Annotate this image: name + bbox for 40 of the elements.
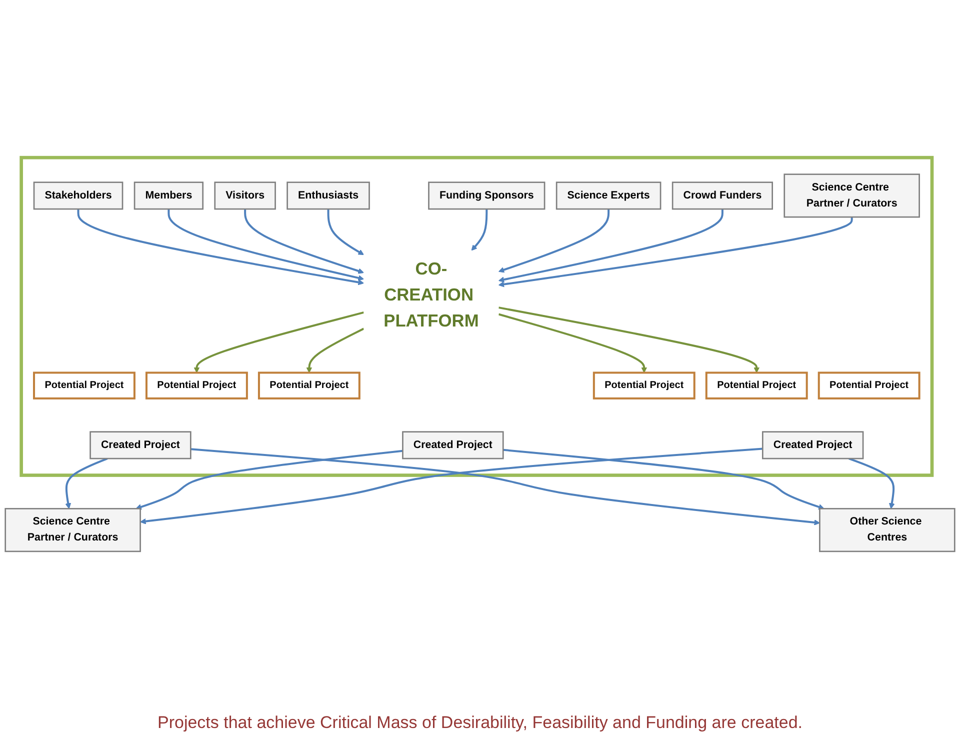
node-box: Potential Project xyxy=(705,372,808,400)
node-box: Potential Project xyxy=(145,372,248,400)
node-box: Members xyxy=(134,182,204,210)
node-text: CO-CREATION PLATFORM xyxy=(384,258,479,331)
arrow xyxy=(77,209,364,286)
node-box: Funding Sponsors xyxy=(428,182,546,210)
arrow xyxy=(327,209,364,256)
node-box: Stakeholders xyxy=(33,182,124,210)
arrow xyxy=(190,448,820,526)
arrow xyxy=(306,328,364,373)
arrow xyxy=(498,217,853,288)
arrow xyxy=(136,450,403,510)
cluster xyxy=(20,156,934,477)
node-box: Enthusiasts xyxy=(286,182,370,210)
node-box: Science Centre Partner / Curators xyxy=(4,508,141,552)
arrow xyxy=(498,313,648,373)
arrow xyxy=(848,458,895,509)
arrow xyxy=(471,209,488,251)
node-box: Created Project xyxy=(762,431,864,460)
arrow xyxy=(498,209,610,273)
node-box: Crowd Funders xyxy=(672,182,773,210)
arrow xyxy=(503,448,824,510)
node-box: Potential Project xyxy=(818,372,920,400)
arrow xyxy=(65,458,108,509)
node-box: Potential Project xyxy=(258,372,360,400)
arrow xyxy=(244,209,364,274)
node-box: Science Experts xyxy=(556,182,662,210)
node-box: Created Project xyxy=(402,431,504,460)
note-text: Projects that achieve Critical Mass of Desirability, Feasibility and Funding are created. xyxy=(157,713,803,733)
arrow xyxy=(498,209,724,282)
arrow xyxy=(194,312,364,373)
arrow xyxy=(498,306,760,373)
node-box: Potential Project xyxy=(592,372,696,400)
arrow xyxy=(140,448,763,524)
node-box: Visitors xyxy=(214,182,276,210)
node-box: Other Science Centres xyxy=(819,508,956,552)
node-box: Science Centre Partner / Curators xyxy=(784,174,920,218)
node-box: Created Project xyxy=(90,431,192,460)
node-box: Potential Project xyxy=(33,372,136,400)
arrow xyxy=(168,209,364,281)
